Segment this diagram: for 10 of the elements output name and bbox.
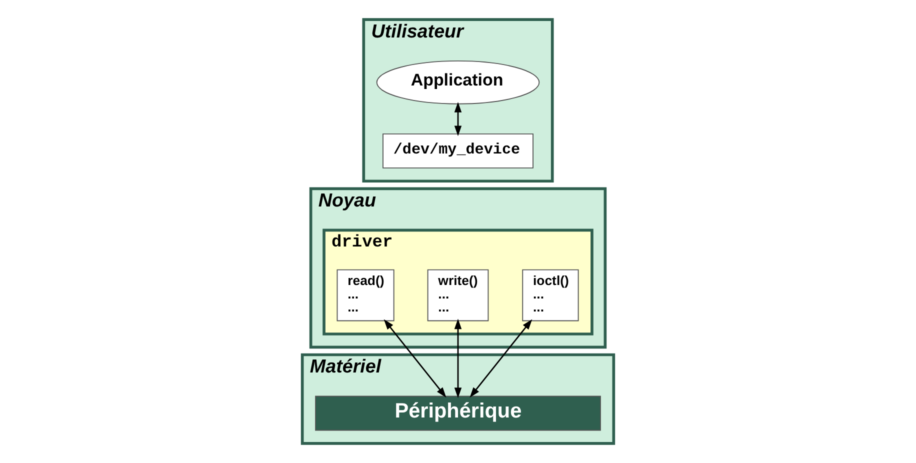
- node-box: read() ... ...: [336, 269, 394, 322]
- arrow: [384, 319, 446, 398]
- node-box: Périphérique: [315, 396, 601, 431]
- node-ellipse: Application: [376, 60, 540, 104]
- arrow: [454, 102, 462, 136]
- node-box: ioctl() ... ...: [522, 269, 579, 322]
- node-box: /dev/my_device: [382, 134, 534, 168]
- node-box: write() ... ...: [427, 269, 489, 322]
- arrow: [454, 318, 462, 398]
- arrow: [470, 319, 532, 398]
